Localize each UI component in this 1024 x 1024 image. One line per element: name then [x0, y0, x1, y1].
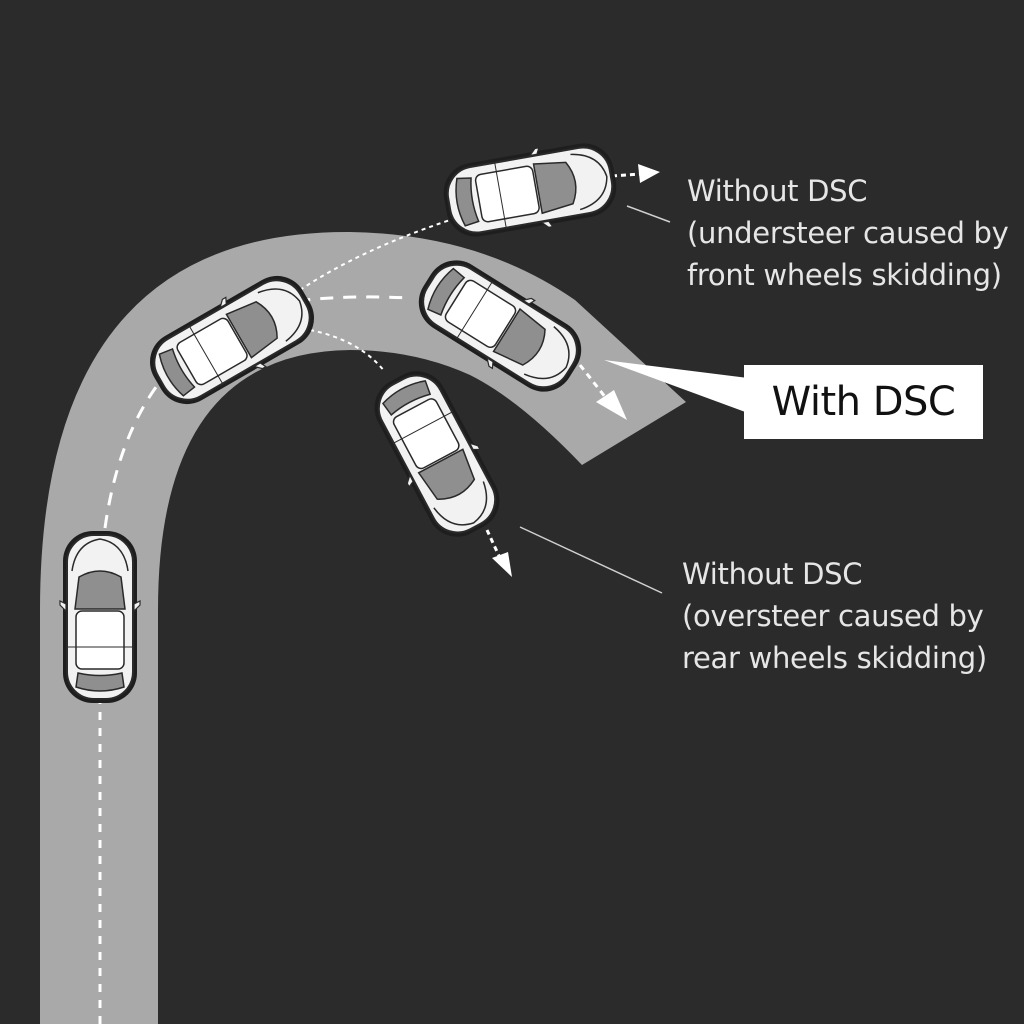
with-dsc-callout: With DSC [744, 365, 983, 439]
car-understeer [437, 134, 623, 246]
car-oversteer [360, 358, 514, 550]
oversteer-leader-line [519, 526, 663, 594]
oversteer-path-line [309, 329, 386, 373]
understeer-label-line-1: Without DSC [687, 174, 868, 208]
oversteer-arrow [485, 529, 512, 577]
with-dsc-arrow [578, 364, 627, 420]
understeer-label: Without DSC (understeer caused by front … [687, 170, 1009, 296]
road [40, 231, 686, 1024]
understeer-arrow [611, 164, 660, 183]
understeer-label-line-2: (understeer caused by [687, 216, 1009, 250]
understeer-leader-line [626, 205, 671, 223]
oversteer-label-line-2: (oversteer caused by [682, 599, 984, 633]
car-entering-curve [59, 530, 141, 704]
with-dsc-label: With DSC [771, 379, 956, 425]
oversteer-label: Without DSC (oversteer caused by rear wh… [682, 553, 987, 679]
oversteer-label-line-3: rear wheels skidding) [682, 641, 987, 675]
oversteer-label-line-1: Without DSC [682, 557, 863, 591]
understeer-label-line-3: front wheels skidding) [687, 258, 1002, 292]
with-dsc-callout-pointer [604, 360, 748, 413]
understeer-path-line [299, 219, 451, 291]
